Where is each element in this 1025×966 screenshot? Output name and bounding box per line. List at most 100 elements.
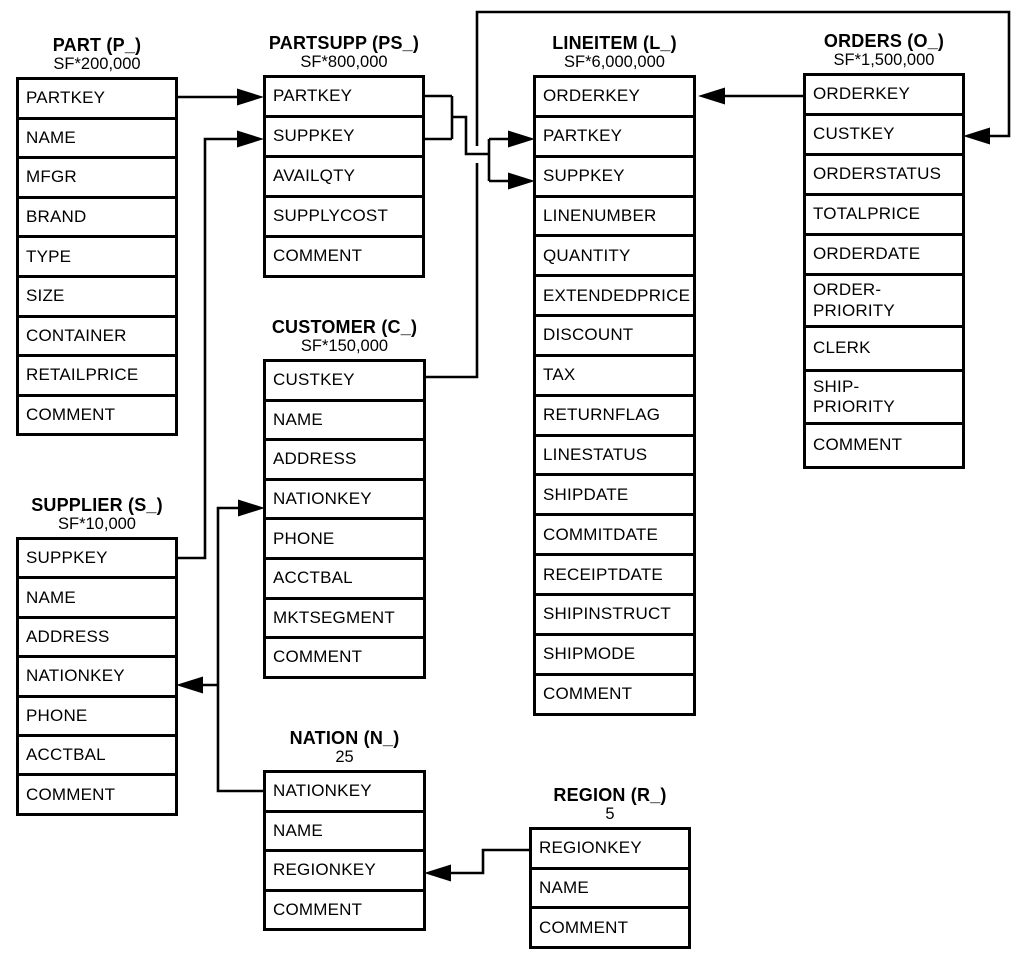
field-row-region-1: NAME: [529, 866, 691, 910]
connector-partsupp-jog-line: [452, 115, 489, 156]
connector-region.regionkey-nation.regionkey-arrowhead-icon: [424, 864, 451, 882]
field-row-lineitem-13: SHIPINSTRUCT: [533, 592, 696, 636]
field-row-part-7: RETAILPRICE: [16, 354, 178, 397]
table-header-orders: ORDERS (O_)SF*1,500,000: [764, 31, 1004, 70]
table-title: SUPPLIER (S_): [31, 495, 163, 515]
table-cardinality: SF*150,000: [300, 337, 389, 355]
table-title: ORDERS (O_): [823, 31, 945, 51]
field-row-orders-3: TOTALPRICE: [803, 193, 965, 236]
connector-partsupp.partkey-lineitem.partkey: [489, 130, 535, 148]
field-row-orders-2: ORDERSTATUS: [803, 153, 965, 196]
table-header-lineitem: LINEITEM (L_)SF*6,000,000: [495, 33, 735, 72]
connector-region.regionkey-nation.regionkey: [424, 848, 529, 882]
connector-customer.custkey-orders.custkey-upper-arrowhead-icon: [963, 127, 990, 145]
field-row-partsupp-1: SUPPKEY: [263, 115, 425, 158]
field-row-customer-3: NATIONKEY: [263, 477, 426, 521]
field-row-lineitem-2: SUPPKEY: [533, 154, 696, 198]
field-row-supplier-0: SUPPKEY: [16, 537, 178, 580]
field-row-nation-3: COMMENT: [263, 888, 426, 931]
connector-orders.orderkey-lineitem.orderkey: [698, 87, 803, 105]
field-row-supplier-2: ADDRESS: [16, 615, 178, 659]
field-row-part-4: TYPE: [16, 235, 178, 278]
field-row-supplier-5: ACCTBAL: [16, 733, 178, 777]
table-title: PARTSUPP (PS_): [268, 33, 420, 53]
connector-part.partkey-partsupp.partkey: [178, 88, 264, 106]
field-row-customer-5: ACCTBAL: [263, 556, 426, 600]
field-row-orders-0: ORDERKEY: [803, 73, 965, 116]
connector-partsupp.suppkey-lineitem.suppkey: [489, 172, 535, 190]
connector-partsupp.suppkey-lineitem.suppkey-arrowhead-icon: [508, 172, 535, 190]
connector-supplier.suppkey-partsupp.suppkey-arrowhead-icon: [237, 130, 264, 148]
field-row-lineitem-10: SHIPDATE: [533, 473, 696, 517]
field-row-partsupp-3: SUPPLYCOST: [263, 195, 425, 238]
field-row-nation-2: REGIONKEY: [263, 849, 426, 892]
field-row-supplier-1: NAME: [16, 576, 178, 619]
table-title: REGION (R_): [553, 785, 667, 805]
field-row-supplier-6: COMMENT: [16, 773, 178, 816]
table-title: LINEITEM (L_): [552, 33, 677, 53]
connector-orders.orderkey-lineitem.orderkey-arrowhead-icon: [698, 87, 725, 105]
table-cardinality: SF*6,000,000: [564, 53, 665, 71]
field-row-lineitem-3: LINENUMBER: [533, 194, 696, 238]
table-header-customer: CUSTOMER (C_)SF*150,000: [225, 317, 465, 356]
field-row-lineitem-9: LINESTATUS: [533, 433, 696, 477]
field-row-orders-5: ORDER- PRIORITY: [803, 273, 965, 328]
field-row-lineitem-6: DISCOUNT: [533, 314, 696, 357]
field-row-part-2: MFGR: [16, 156, 178, 199]
field-row-part-3: BRAND: [16, 195, 178, 239]
field-row-lineitem-5: EXTENDEDPRICE: [533, 274, 696, 318]
field-row-nation-1: NAME: [263, 809, 426, 852]
table-header-supplier: SUPPLIER (S_)SF*10,000: [0, 495, 217, 534]
connector-part.partkey-partsupp.partkey-arrowhead-icon: [237, 88, 264, 106]
connector-nation.nationkey-supplier.nationkey-arrowhead-icon: [176, 676, 203, 694]
field-row-customer-6: MKTSEGMENT: [263, 596, 426, 640]
table-cardinality: SF*200,000: [53, 55, 141, 73]
field-row-partsupp-0: PARTKEY: [263, 75, 425, 118]
field-row-lineitem-8: RETURNFLAG: [533, 393, 696, 437]
table-title: NATION (N_): [289, 728, 400, 748]
table-cardinality: SF*1,500,000: [833, 51, 935, 69]
field-row-orders-4: ORDERDATE: [803, 233, 965, 276]
field-row-region-2: COMMENT: [529, 906, 691, 950]
table-cardinality: SF*800,000: [300, 53, 388, 71]
field-row-orders-7: SHIP- PRIORITY: [803, 369, 965, 425]
field-row-supplier-4: PHONE: [16, 694, 178, 737]
field-row-lineitem-7: TAX: [533, 353, 696, 397]
field-row-lineitem-1: PARTKEY: [533, 114, 696, 158]
table-cardinality: 5: [605, 805, 615, 823]
field-row-orders-6: CLERK: [803, 325, 965, 372]
field-row-part-1: NAME: [16, 116, 178, 160]
field-row-part-0: PARTKEY: [16, 77, 178, 120]
field-row-orders-1: CUSTKEY: [803, 113, 965, 156]
field-row-lineitem-14: SHIPMODE: [533, 632, 696, 676]
field-row-lineitem-4: QUANTITY: [533, 234, 696, 278]
field-row-partsupp-4: COMMENT: [263, 235, 425, 278]
field-row-lineitem-15: COMMENT: [533, 672, 696, 716]
field-row-customer-4: PHONE: [263, 517, 426, 560]
table-header-part: PART (P_)SF*200,000: [0, 35, 217, 74]
connector-partsupp-jog: [452, 115, 489, 156]
field-row-customer-0: CUSTKEY: [263, 359, 426, 402]
connector-nation.nationkey-customer.nationkey-arrowhead-icon: [238, 499, 265, 517]
field-row-supplier-3: NATIONKEY: [16, 655, 178, 698]
field-row-customer-7: COMMENT: [263, 636, 426, 679]
field-row-part-5: SIZE: [16, 274, 178, 318]
field-row-customer-2: ADDRESS: [263, 438, 426, 481]
field-row-orders-8: COMMENT: [803, 422, 965, 469]
table-cardinality: SF*10,000: [58, 515, 136, 533]
table-cardinality: 25: [335, 748, 354, 766]
field-row-customer-1: NAME: [263, 398, 426, 442]
connector-partsupp.partkey-lineitem.partkey-arrowhead-icon: [508, 130, 535, 148]
field-row-lineitem-11: COMMITDATE: [533, 513, 696, 557]
field-row-region-0: REGIONKEY: [529, 827, 691, 870]
table-title: PART (P_): [52, 35, 142, 55]
